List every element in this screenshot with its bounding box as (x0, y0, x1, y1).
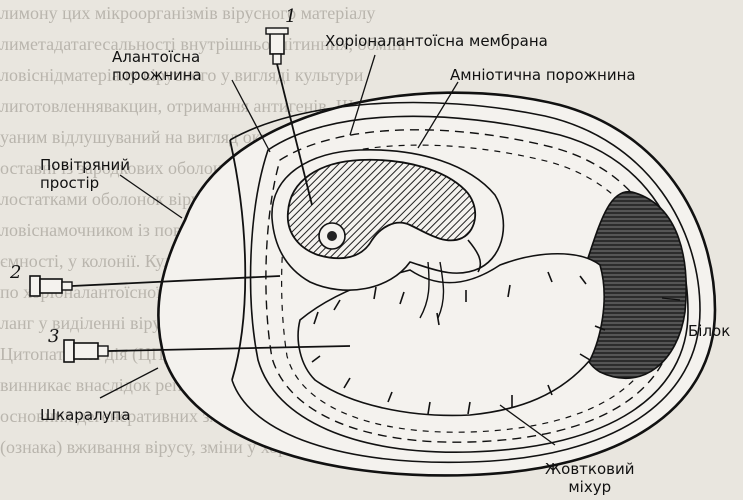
embryo-pupil (327, 231, 337, 241)
label-line: порожнина (112, 66, 202, 84)
needle-number-2: 2 (10, 262, 21, 283)
label-line: Повітряний (40, 156, 130, 174)
label-allantoic-cavity: Алантоїсна порожнина (112, 48, 202, 84)
label-air-space: Повітряний простір (40, 156, 130, 192)
label-chorioallantoic-membrane: Хоріоналантоїсна мембрана (325, 32, 548, 50)
label-shell: Шкаралупа (40, 406, 130, 424)
label-yolk-sac: Жовтковий міхур (545, 460, 635, 496)
needle-number-3: 3 (48, 326, 59, 347)
label-line: Жовтковий (545, 460, 635, 478)
label-line: Алантоїсна (112, 48, 202, 66)
label-amniotic-cavity: Амніотична порожнина (450, 66, 636, 84)
label-albumen: Білок (688, 322, 730, 340)
label-line: міхур (545, 478, 635, 496)
needle-number-1: 1 (285, 6, 296, 27)
label-line: простір (40, 174, 130, 192)
